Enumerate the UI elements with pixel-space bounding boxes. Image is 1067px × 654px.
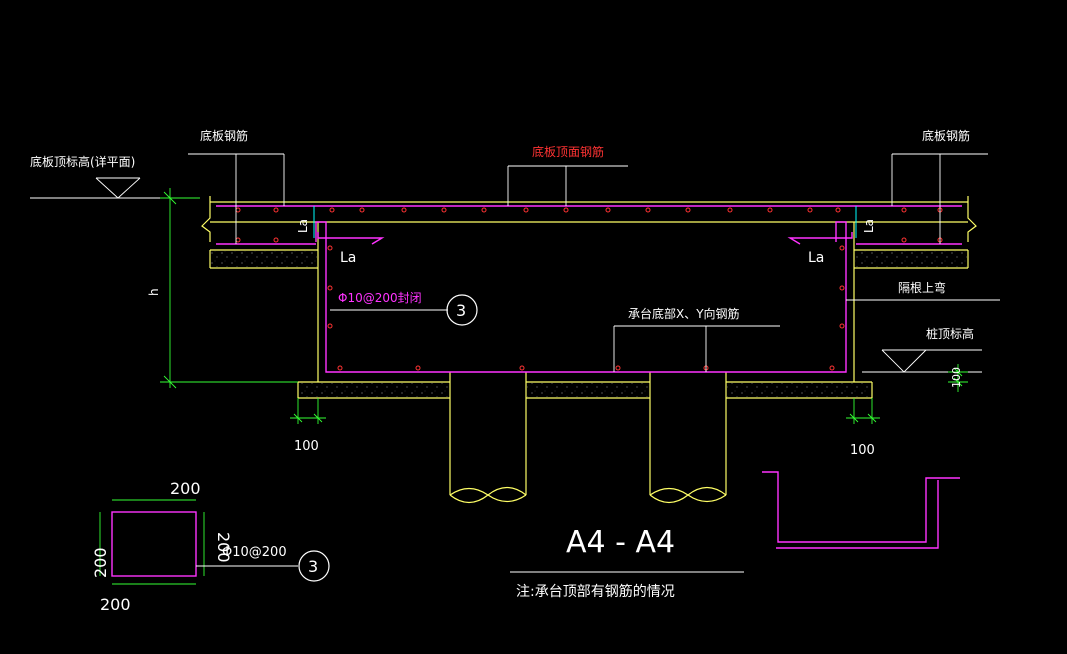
slab-top-elevation-label: 底板顶标高(详平面) (30, 154, 135, 169)
la-right-top-label: La (862, 219, 876, 233)
rebar-dot (235, 237, 241, 243)
slab-top-rebar-label: 底板顶面钢筋 (532, 144, 604, 159)
rebar-dot (835, 207, 841, 213)
cyan-markers (313, 206, 857, 238)
rebar-dot (273, 207, 279, 213)
slab-rebar-left-label: 底板钢筋 (200, 128, 248, 143)
stirrup-ref-number: 3 (456, 301, 466, 320)
rebar-dot (327, 245, 333, 251)
rebar-dot (615, 365, 621, 371)
slab-rebar-right-label: 底板钢筋 (922, 128, 970, 143)
rebar-dot (327, 323, 333, 329)
rebar-dot (481, 207, 487, 213)
dimension-lines (160, 188, 968, 424)
detail-dim-left: 200 (91, 547, 110, 578)
detail-dim-right: 200 (214, 532, 233, 563)
rebar-dot (563, 207, 569, 213)
concrete-outline (201, 196, 977, 504)
rebar-dot (839, 285, 845, 291)
rebar-dot (337, 365, 343, 371)
rebar-dot (901, 237, 907, 243)
rebar-dot (327, 285, 333, 291)
labels: 底板顶标高(详平面) 底板钢筋 底板钢筋 底板顶面钢筋 La La La La … (30, 128, 974, 614)
rebar-dot (727, 207, 733, 213)
la-left-label: La (340, 250, 356, 266)
rebar-dot (767, 207, 773, 213)
pile-top-elevation-label: 桩顶标高 (926, 326, 974, 341)
rebar-dot (645, 207, 651, 213)
rebar-dot (401, 207, 407, 213)
rebar-lines (216, 205, 962, 373)
la-left-top-label: La (296, 219, 310, 233)
rebar-dot (829, 365, 835, 371)
detail-section (99, 499, 298, 585)
rebar-dot (685, 207, 691, 213)
rebar-dot (415, 365, 421, 371)
detail-rebar-label: Φ10@200 (222, 545, 287, 560)
concrete-hatch (211, 251, 967, 397)
rebar-dot (359, 207, 365, 213)
rebar-dot (523, 207, 529, 213)
bend-up-label: 隔根上弯 (898, 280, 946, 295)
dim-100-vertical: 100 (950, 367, 963, 388)
rebar-dots (235, 207, 943, 371)
rebar-dot (605, 207, 611, 213)
rebar-dot (839, 323, 845, 329)
drawing-note: 注:承台顶部有钢筋的情况 (516, 583, 675, 600)
dim-100-right: 100 (850, 443, 875, 458)
rebar-dot (807, 207, 813, 213)
height-dim-label: h (147, 288, 161, 296)
dim-100-left: 100 (294, 439, 319, 454)
la-right-label: La (808, 250, 824, 266)
leader-lines (30, 153, 1000, 573)
stirrup-label: Φ10@200封闭 (338, 291, 422, 305)
detail-dim-top: 200 (170, 479, 201, 498)
section-title: A4 - A4 (566, 525, 675, 560)
ref-circles (298, 294, 478, 582)
rebar-dot (839, 245, 845, 251)
detail-dim-bottom: 200 (100, 595, 131, 614)
rebar-dot (329, 207, 335, 213)
rebar-bracket-sketch (762, 471, 960, 549)
cap-bottom-rebar-label: 承台底部X、Y向钢筋 (628, 306, 740, 321)
rebar-dot (519, 365, 525, 371)
rebar-dot (235, 207, 241, 213)
detail-ref-number: 3 (308, 557, 318, 576)
rebar-dot (441, 207, 447, 213)
rebar-dot (901, 207, 907, 213)
rebar-dot (273, 237, 279, 243)
